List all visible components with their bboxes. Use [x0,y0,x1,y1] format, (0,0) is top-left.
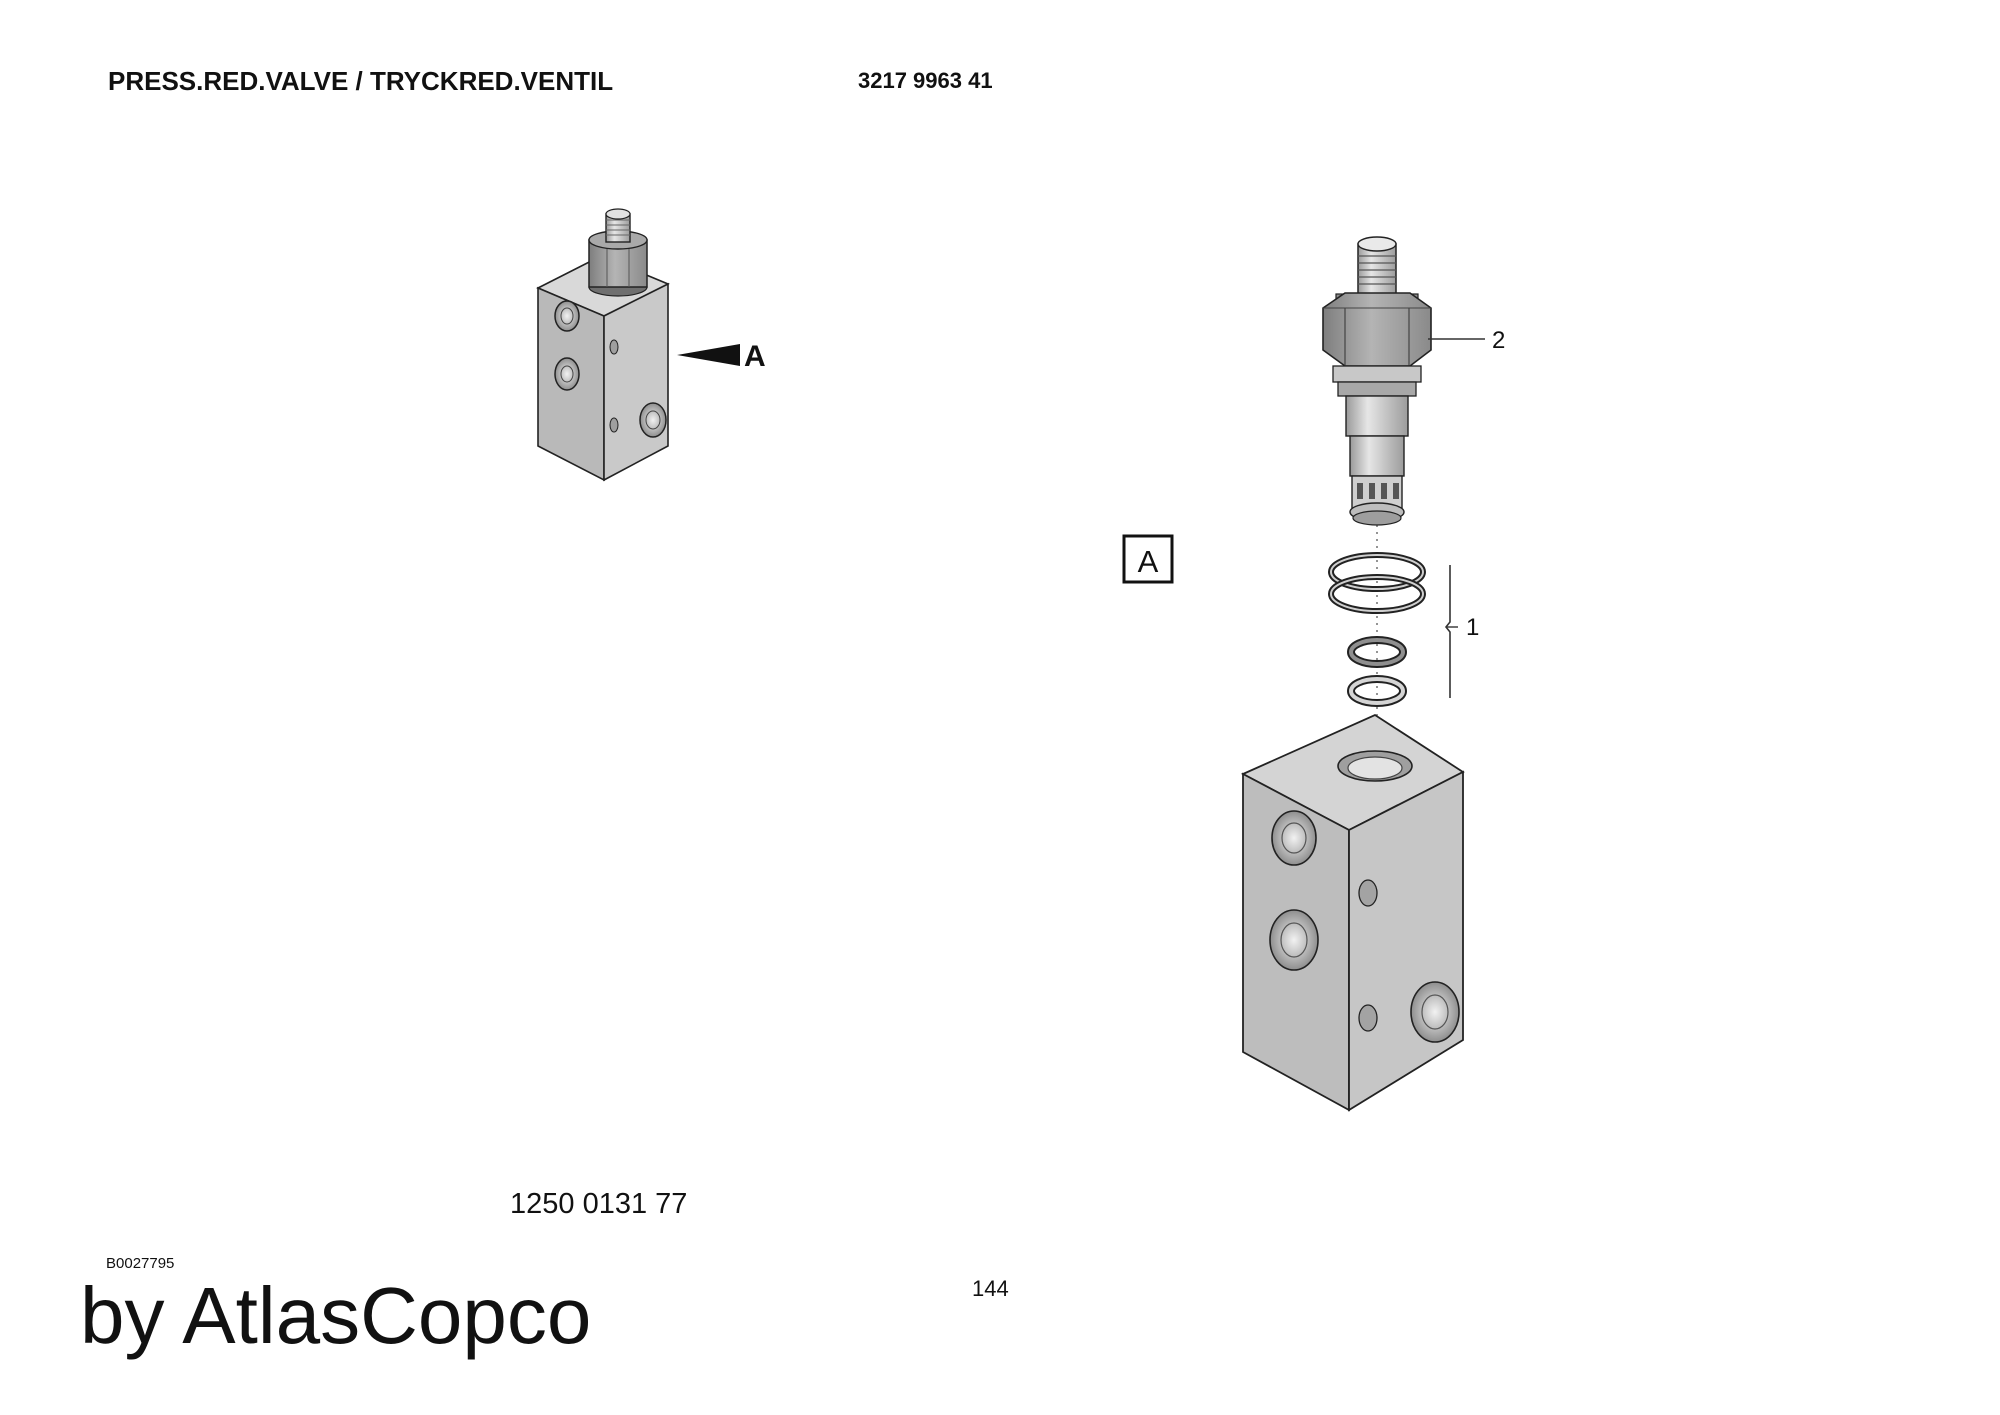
exploded-valve-figure [1240,236,1465,1112]
view-box-label: A [1138,544,1159,579]
manifold-block [1240,713,1465,1112]
view-arrow [677,344,740,366]
callout-1-brace [1444,565,1451,698]
page-title: PRESS.RED.VALVE / TRYCKRED.VENTIL [108,66,614,96]
small-port-2 [554,357,580,391]
small-block-right-face [603,282,669,482]
manifold-hole-1 [1358,879,1378,907]
seal-kit [1328,552,1426,707]
doc-number: 1250 0131 77 [510,1188,688,1220]
brand-logo-text: by AtlasCopco [80,1271,592,1360]
small-hole-2 [609,417,619,433]
small-port-3 [639,402,667,438]
assembled-valve-figure [536,208,670,482]
cartridge-valve [1322,236,1432,526]
manifold-port-1 [1271,810,1317,866]
page-number: 144 [972,1276,1009,1301]
drawing-code: B0027795 [106,1255,175,1272]
callout-1-label: 1 [1466,614,1479,641]
small-hole-1 [609,339,619,355]
view-box [1122,534,1174,584]
manifold-port-2 [1269,909,1319,971]
manifold-hole-2 [1358,1004,1378,1032]
view-arrow-label: A [744,340,766,373]
manifold-port-3 [1410,981,1460,1043]
part-number: 3217 9963 41 [858,68,993,93]
callout-2-label: 2 [1492,327,1505,354]
small-port-1 [554,300,580,332]
